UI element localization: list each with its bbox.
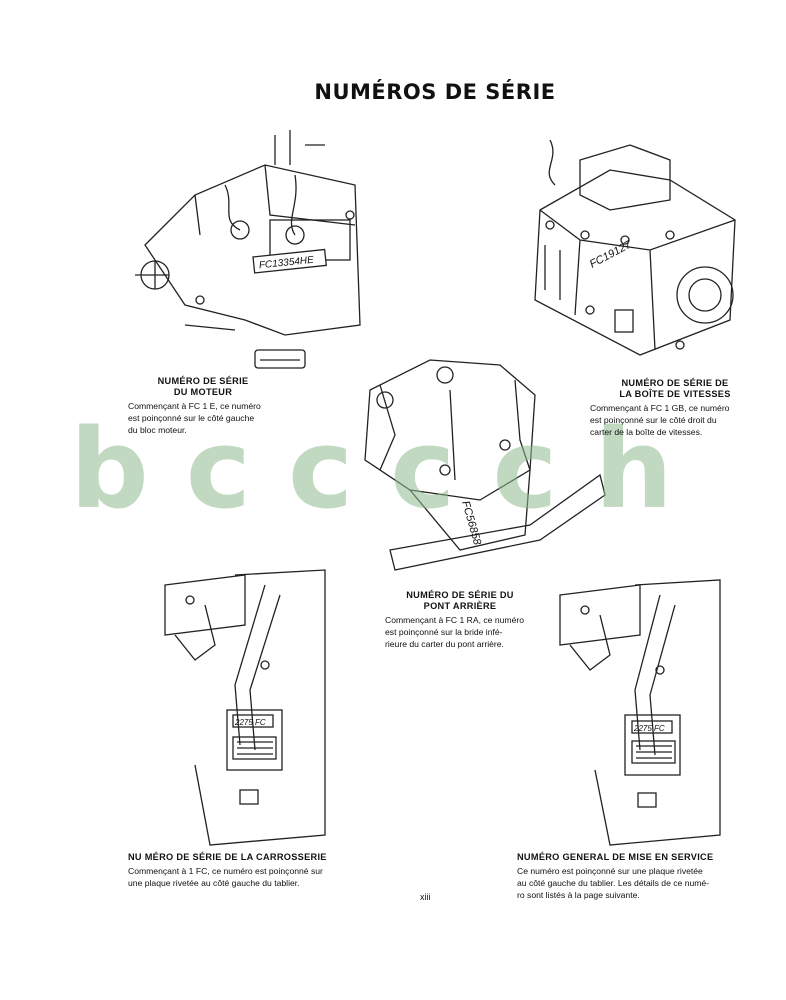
gearbox-stamp: FC19127: [588, 238, 634, 270]
service-plate-illustration: 2275 FC: [540, 575, 755, 850]
caption-text: du bloc moteur.: [128, 425, 187, 435]
caption-text: Commençant à FC 1 E, ce numéro: [128, 401, 261, 411]
caption-text: rieure du carter du pont arrière.: [385, 639, 504, 649]
engine-illustration: FC13354HE: [125, 125, 375, 370]
caption-text: Commençant à FC 1 GB, ce numéro: [590, 403, 730, 413]
caption-text: est poinçonné sur le côté droit du: [590, 415, 717, 425]
caption-text: est poinçonné sur la bride infé-: [385, 627, 503, 637]
caption-service: NUMÉRO GENERAL DE MISE EN SERVICE Ce num…: [517, 852, 767, 901]
caption-heading: LA BOÎTE DE VITESSES: [619, 389, 731, 399]
caption-heading: NUMÉRO DE SÉRIE DU: [406, 590, 514, 600]
caption-text: Ce numéro est poinçonné sur une plaque r…: [517, 866, 703, 876]
caption-text: une plaque rivetée au côté gauche du tab…: [128, 878, 300, 888]
service-plate-number: 2275 FC: [633, 724, 665, 733]
caption-text: Commençant à 1 FC, ce numéro est poinçon…: [128, 866, 323, 876]
caption-heading: NUMÉRO DE SÉRIE: [157, 376, 249, 386]
page-number: xiii: [420, 892, 431, 902]
page-title: NUMÉROS DE SÉRIE: [314, 80, 556, 104]
caption-text: Commençant à FC 1 RA, ce numéro: [385, 615, 524, 625]
caption-engine: NUMÉRO DE SÉRIE DU MOTEUR Commençant à F…: [128, 376, 328, 436]
caption-rear-axle: NUMÉRO DE SÉRIE DU PONT ARRIÈRE Commença…: [385, 590, 545, 650]
caption-heading: DU MOTEUR: [173, 387, 233, 397]
watermark: bcccch: [70, 405, 710, 533]
gearbox-illustration: FC19127: [520, 140, 745, 370]
caption-heading: NUMÉRO DE SÉRIE DE: [621, 378, 729, 388]
caption-heading: NU MÉRO DE SÉRIE DE LA CARROSSERIE: [128, 852, 327, 862]
caption-body: NU MÉRO DE SÉRIE DE LA CARROSSERIE Comme…: [128, 852, 368, 889]
caption-text: ro sont listés à la page suivante.: [517, 890, 640, 900]
caption-text: au côté gauche du tablier. Les détails d…: [517, 878, 710, 888]
rear-axle-illustration: FC56858: [350, 350, 610, 580]
caption-heading: PONT ARRIÈRE: [423, 601, 497, 611]
caption-text: est poinçonné sur le côté gauche: [128, 413, 255, 423]
caption-gearbox: NUMÉRO DE SÉRIE DE LA BOÎTE DE VITESSES …: [590, 378, 760, 438]
caption-text: carter de la boîte de vitesses.: [590, 427, 703, 437]
body-plate-number: 2275 FC: [234, 718, 266, 727]
body-plate-illustration: 2275 FC: [135, 565, 350, 850]
caption-heading: NUMÉRO GENERAL DE MISE EN SERVICE: [517, 852, 714, 862]
